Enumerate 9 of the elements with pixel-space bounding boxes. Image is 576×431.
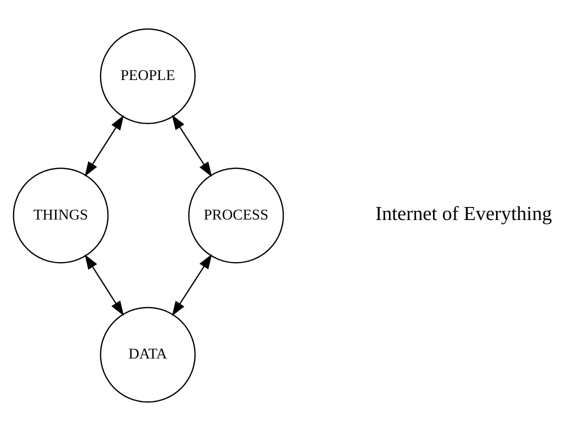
node-circle: PROCESS (188, 168, 284, 264)
label: Internet of Everything (375, 203, 552, 226)
arrow (172, 254, 212, 316)
arrow (84, 115, 124, 177)
arrow (172, 114, 212, 177)
node-circle: THINGS (12, 168, 109, 264)
node-circle: DATA (100, 306, 196, 403)
node-circle: PEOPLE (100, 28, 196, 124)
arrow (84, 254, 124, 316)
